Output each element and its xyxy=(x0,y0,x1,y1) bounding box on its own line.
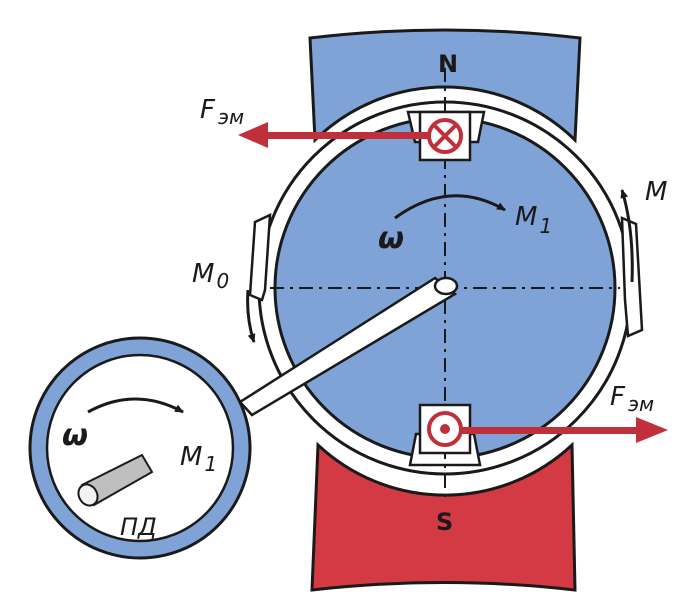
motor-shaft-icon xyxy=(77,453,154,507)
drive-shaft xyxy=(238,276,459,417)
motor-name-label: ПД xyxy=(120,513,157,541)
south-pole-piece xyxy=(310,441,577,592)
torque-m-label: M xyxy=(645,177,667,207)
force-arrow-bottom xyxy=(460,417,668,443)
pole-north-label: N xyxy=(438,50,458,78)
torque-m0-arrow xyxy=(246,289,256,343)
cross-in-circle-icon xyxy=(427,118,463,154)
torque-m-arrow xyxy=(620,189,634,283)
omega-rotor-label: ω xyxy=(378,221,404,256)
prime-mover-m1-arrow xyxy=(87,397,184,414)
force-arrow-top xyxy=(238,122,430,148)
north-pole-piece xyxy=(308,28,582,144)
dot-in-circle-icon xyxy=(427,411,463,447)
pole-south-label: S xyxy=(436,508,453,536)
omega-motor-label: ω xyxy=(62,418,88,453)
brush-left xyxy=(248,212,272,302)
torque-m1-arrow xyxy=(394,194,506,220)
